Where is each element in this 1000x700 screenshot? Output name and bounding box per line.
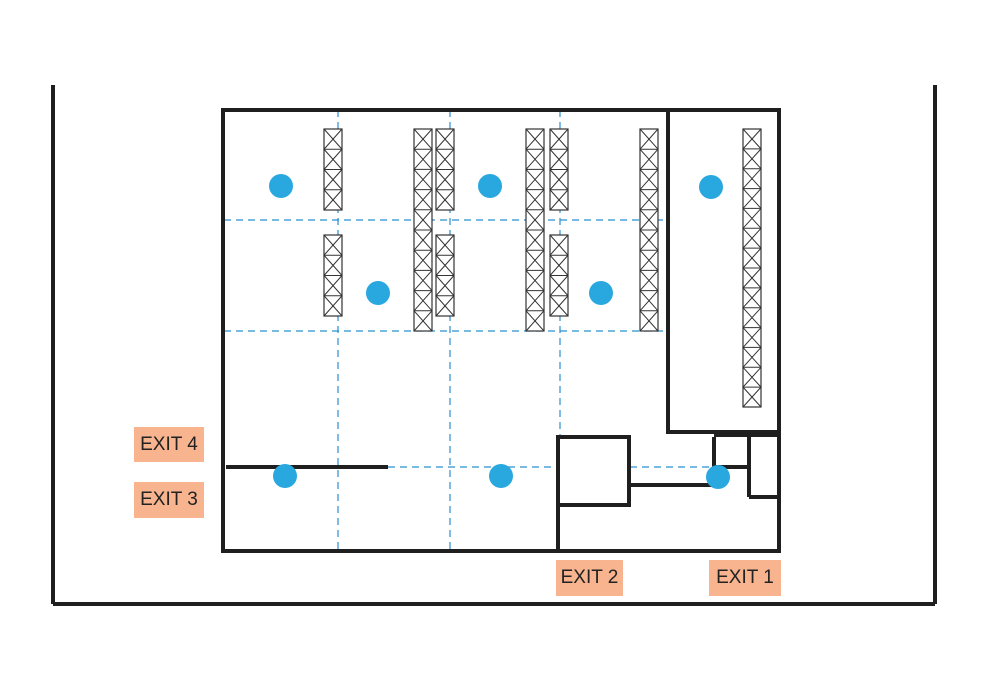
storage-rack	[435, 128, 455, 211]
outer-boundary	[51, 85, 937, 606]
storage-rack	[549, 234, 569, 317]
sensor-dot	[478, 174, 502, 198]
sensor-dot	[589, 281, 613, 305]
storage-rack	[435, 234, 455, 317]
exit-3-label: EXIT 3	[134, 482, 204, 518]
exit-4-label: EXIT 4	[134, 427, 204, 462]
storage-racks	[323, 128, 762, 408]
storage-rack	[323, 234, 343, 317]
sensors	[269, 174, 730, 489]
storage-rack	[413, 128, 433, 332]
sensor-dot	[366, 281, 390, 305]
sensor-dot	[706, 465, 730, 489]
exit-1-label: EXIT 1	[709, 560, 781, 596]
grid-lines	[224, 110, 712, 550]
sensor-dot	[699, 175, 723, 199]
storage-rack	[549, 128, 569, 211]
storage-rack	[639, 128, 659, 332]
storage-rack	[525, 128, 545, 332]
exit-2-label: EXIT 2	[556, 560, 623, 596]
storage-rack	[323, 128, 343, 211]
sensor-dot	[269, 174, 293, 198]
interior-walls	[221, 108, 781, 553]
sensor-dot	[489, 464, 513, 488]
sensor-dot	[273, 464, 297, 488]
storage-rack	[742, 128, 762, 408]
